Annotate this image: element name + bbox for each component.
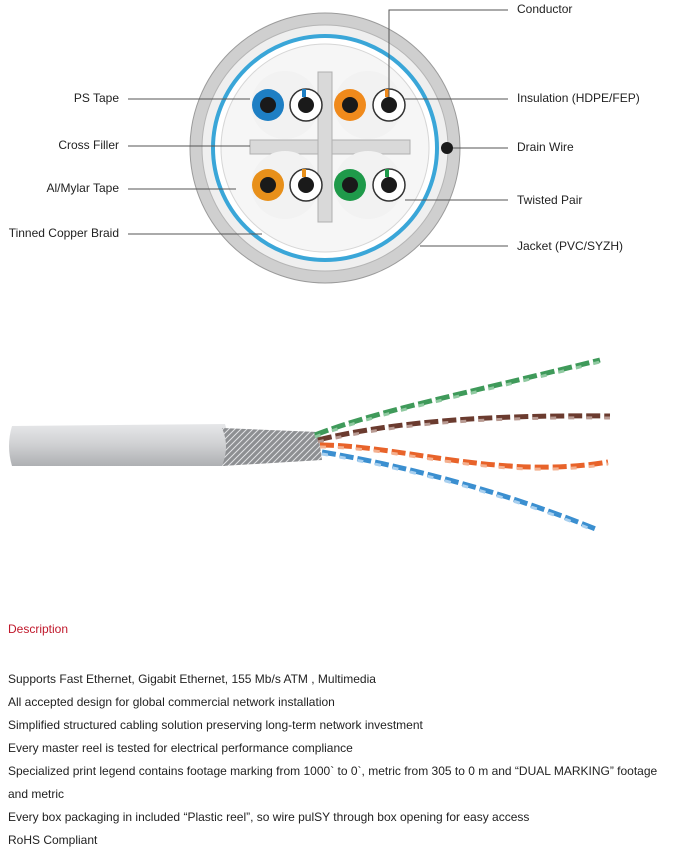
conductor-orange bbox=[342, 97, 358, 113]
conductor-blue-white bbox=[298, 97, 314, 113]
label-drain-wire: Drain Wire bbox=[517, 140, 574, 154]
photo-wire-brown bbox=[317, 413, 611, 443]
photo-jacket bbox=[9, 424, 229, 466]
conductor-orange-lower-white bbox=[298, 177, 314, 193]
description-list: Supports Fast Ethernet, Gigabit Ethernet… bbox=[8, 668, 673, 852]
cable-cross-section-diagram: PS Tape Cross Filler Al/Mylar Tape Tinne… bbox=[0, 0, 681, 300]
label-al-mylar-tape: Al/Mylar Tape bbox=[46, 181, 119, 195]
pair-halo-green bbox=[334, 151, 402, 219]
conductor-green bbox=[342, 177, 358, 193]
photo-wire-green bbox=[314, 357, 601, 438]
label-ps-tape: PS Tape bbox=[73, 91, 119, 105]
photo-wire-orange bbox=[319, 442, 609, 470]
description-heading: Description bbox=[8, 622, 69, 636]
conductor-green-white bbox=[381, 177, 397, 193]
leader-conductor bbox=[388, 9, 508, 97]
stripe-orange bbox=[385, 89, 389, 97]
cable-photo bbox=[0, 340, 681, 550]
stripe-orange-lower bbox=[302, 169, 306, 177]
label-conductor: Conductor bbox=[517, 2, 573, 16]
drain-wire bbox=[441, 142, 453, 154]
description-item: Every master reel is tested for electric… bbox=[8, 741, 353, 755]
conductor-orange-white bbox=[381, 97, 397, 113]
description-item: Simplified structured cabling solution p… bbox=[8, 718, 423, 732]
cross-filler-vertical bbox=[317, 71, 333, 223]
photo-wire-blue bbox=[321, 449, 599, 533]
description-item: Specialized print legend contains footag… bbox=[8, 764, 658, 801]
description-item: Every box packaging in included “Plastic… bbox=[8, 810, 530, 824]
stripe-green bbox=[385, 169, 389, 177]
photo-wire-green-white bbox=[314, 360, 601, 439]
cable-photo-svg bbox=[9, 357, 611, 534]
label-insulation: Insulation (HDPE/FEP) bbox=[517, 91, 640, 105]
label-twisted-pair: Twisted Pair bbox=[517, 193, 583, 207]
conductor-blue bbox=[260, 97, 276, 113]
description-item: Supports Fast Ethernet, Gigabit Ethernet… bbox=[8, 672, 376, 686]
stripe-blue bbox=[302, 89, 306, 97]
label-jacket: Jacket (PVC/SYZH) bbox=[517, 239, 624, 253]
description-item: RoHS Compliant bbox=[8, 833, 98, 847]
cross-section-svg bbox=[128, 9, 508, 284]
description-item: All accepted design for global commercia… bbox=[8, 695, 335, 709]
pair-halo-blue bbox=[251, 71, 319, 139]
photo-braid bbox=[222, 428, 322, 466]
conductor-orange-lower bbox=[260, 177, 276, 193]
pair-halo-orange-2 bbox=[251, 151, 319, 219]
label-cross-filler: Cross Filler bbox=[58, 138, 119, 152]
label-tinned-copper-braid: Tinned Copper Braid bbox=[8, 226, 119, 240]
pair-halo-orange bbox=[334, 71, 402, 139]
